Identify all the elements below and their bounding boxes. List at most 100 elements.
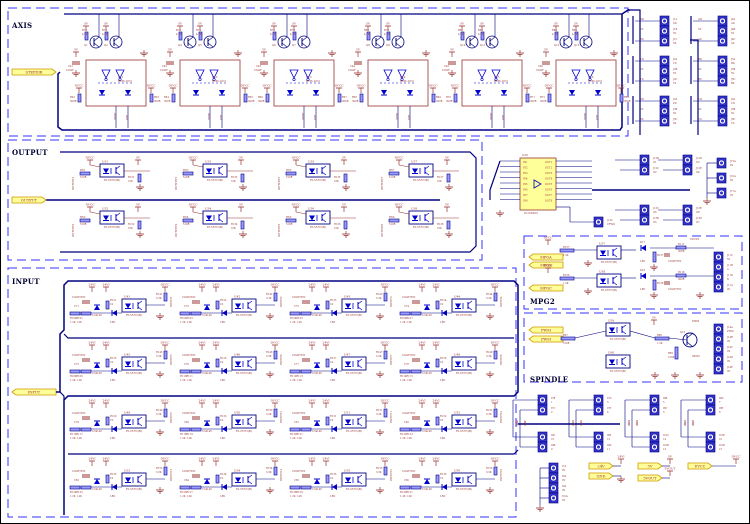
capacitor-ref: C86 [404,479,409,482]
inverter-icon [397,69,407,79]
connector-pin-net: 14 [663,438,667,441]
phototransistor-icon [357,364,363,369]
uln2803-body [519,157,557,211]
diode-part: 1N4148 [92,488,102,491]
resistor-icon [410,485,422,490]
capacitor-ref: C74 [404,305,409,308]
input-led-label: LED [440,321,445,324]
net-step: STEP [489,113,493,120]
port-spindle-pwm2 [528,335,564,343]
resistor-value: 1K [330,477,334,480]
resistor-value: 300R [164,100,171,103]
terminal-screw-icon [643,168,646,172]
power-label: DVCC [160,399,170,403]
power-label: 5V [652,316,657,320]
diode-icon [204,479,210,484]
resistor-value: 300R [624,100,631,103]
connector-pin-label: J12D [695,157,702,160]
capacitor-value: 100nF/50V [292,354,306,357]
hcpl-ref: U12 [212,75,218,79]
resistor-value: 1.2K 1.2K [70,437,82,440]
power-label: 5V [480,22,485,26]
resistor-value: 1.2K 1.2K [180,495,192,498]
resistor-value: 3.3K [486,471,492,474]
opto-part: EL357N(B) [207,225,223,229]
power-label: 24VI [198,283,206,287]
connector-pin-label: I8D [719,397,723,400]
resistor-icon [215,358,220,368]
mpg-connector-net: B [727,278,729,281]
power-label: 5VOUT [664,467,675,471]
hcpl-part: HCPL-2631 [400,80,414,83]
connector-pin-label: I8E [719,407,723,410]
resistor-value: 1K [440,361,444,364]
capacitor-ref: C45 [444,65,449,68]
resistor-ref: R149 [156,409,163,412]
diode-icon [235,361,241,367]
resistor-icon [435,416,440,426]
connector-pin-net: CS [731,122,735,125]
power-label: 5V [574,22,579,26]
connector-pin-net: 0V [562,469,566,472]
power-label: 24VI [322,399,330,403]
opto-wire [192,211,204,215]
phototransistor-icon [247,422,253,427]
resistor-icon [182,218,194,223]
resistor-icon [493,408,498,418]
resistor-ref: R122R123 [400,433,413,436]
resistor-ref: R129 [110,415,117,418]
diode-part: 1N4148 [92,430,102,433]
resistor-ref: R102R103 [180,317,193,320]
inverter-icon [289,69,299,79]
power-label: 24VI [88,457,96,461]
optocoupler-outline [202,163,228,178]
resistor-value: 300R [352,100,359,103]
resistor-ref: R73 [82,29,87,32]
spindle-connector-net: 0V [727,370,731,373]
resistor-value: 1K [330,303,334,306]
connector-pin-label: J2B [672,68,677,71]
resistor-ref: RN3 [183,169,189,172]
terminal-screw-icon [721,119,724,123]
diode-icon [206,168,212,174]
resistor-icon [399,311,411,316]
resistor-icon [300,311,312,316]
resistor-ref: R134 [220,473,227,476]
optocoupler-outline [305,210,331,225]
power-label: DVCC [270,283,280,287]
connector-pin-net: 1 [551,401,553,404]
section-spindle-border [523,312,743,383]
capacitor-ref: C71 [74,305,79,308]
diode-icon [235,477,241,483]
opto-part: EL357N(B) [236,371,252,375]
resistor-icon [179,427,191,432]
resistor-ref: R156 [486,467,493,470]
resistor-value: 3.3K [486,355,492,358]
input-led-label: LED [110,379,115,382]
transistor-ref: Q11 [480,43,486,47]
uln-ref: U30 [522,153,528,157]
connector-pin-label: I7C [551,407,555,410]
connector-pin-net: O7 [696,221,700,224]
port-misc-gnd [588,472,614,480]
resistor-value: 1K [110,361,114,364]
connector-pin-net: ZD [673,102,677,105]
connector-in-net: IN15 [692,419,695,426]
power-label: DVCC [380,283,390,287]
capacitor-value: 100nF/50V [72,296,86,299]
resistor-value: 300R [258,100,265,103]
opto-ref: U43 [344,295,350,299]
opto-part: EL357N(B) [104,225,120,229]
resistor-icon [215,474,220,484]
capacitor-value: 100nF/50V [72,470,86,473]
connector-pin-label: J4B [730,28,735,31]
inverter-icon [195,69,205,79]
terminal-screw-icon [721,19,724,23]
capacitor-value: 100nF/50V [182,296,196,299]
opto-ref: U31 [102,160,108,164]
power-label: 24VI [212,457,220,461]
phototransistor-icon [467,416,473,421]
